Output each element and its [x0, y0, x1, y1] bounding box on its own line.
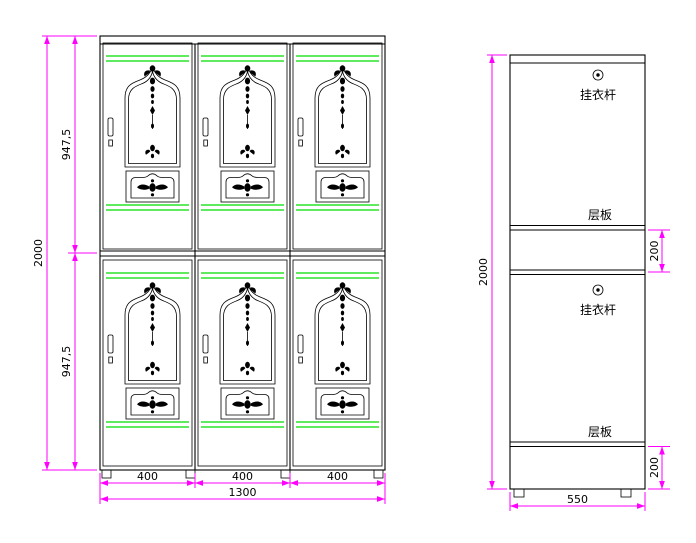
dim-depth: 550: [567, 493, 588, 506]
door-bottom-left: [102, 259, 193, 467]
side-cabinet-outline: [509, 54, 646, 490]
side-feet: [513, 488, 632, 498]
dim-front-total-height: 2000: [32, 239, 45, 267]
door-top-right: [292, 42, 383, 250]
dim-door-width-middle: 400: [232, 470, 253, 483]
side-dimensions: 2000 200 200 550: [477, 54, 670, 511]
hanger-rod-label-lower: 挂衣杆: [580, 302, 616, 317]
hanger-rod-symbol-lower: [592, 284, 604, 296]
front-dimensions-bottom: 400 400 400 1300: [99, 470, 386, 504]
dim-lower-height: 947,5: [60, 346, 73, 378]
dim-upper-height: 947,5: [60, 129, 73, 161]
door-bottom-middle: [197, 259, 288, 467]
hanger-rod-label-upper: 挂衣杆: [580, 87, 616, 102]
side-view: 挂衣杆 层板 挂衣杆 层板: [509, 54, 646, 498]
shelf-label-lower: 层板: [588, 425, 612, 439]
door-top-left: [102, 42, 193, 250]
door-top-middle: [197, 42, 288, 250]
dim-upper-shelf-offset: 200: [648, 241, 661, 262]
hanger-rod-symbol-upper: [592, 69, 604, 81]
front-dimensions-left: 947,5 947,5 2000: [32, 35, 97, 471]
front-feet: [101, 469, 384, 479]
dim-door-width-right: 400: [327, 470, 348, 483]
door-bottom-right: [292, 259, 383, 467]
dim-lower-shelf-offset: 200: [648, 457, 661, 478]
dim-total-width: 1300: [229, 486, 257, 499]
shelf-label-upper: 层板: [588, 208, 612, 222]
dim-door-width-left: 400: [137, 470, 158, 483]
front-view: [99, 35, 386, 479]
dim-side-total-height: 2000: [477, 258, 490, 286]
front-cabinet-outline: [99, 35, 386, 471]
